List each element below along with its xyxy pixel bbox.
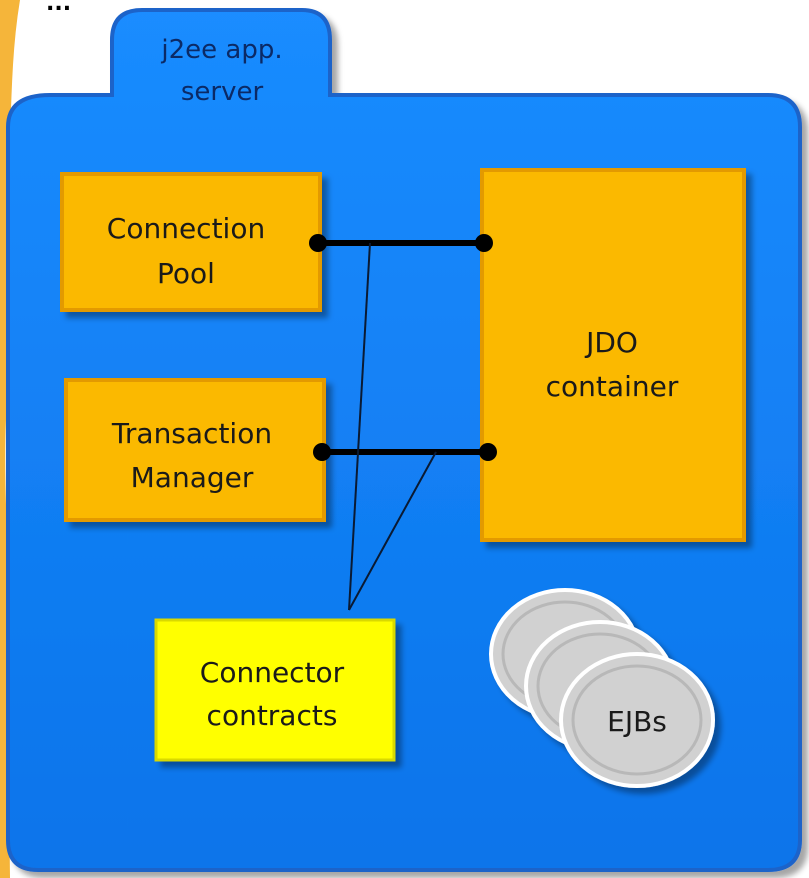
- connection-pool-box: [60, 172, 322, 312]
- contract-line-to-txn: [348, 451, 437, 611]
- transaction-manager-label-line2: Manager: [131, 461, 254, 494]
- contract-line-to-pool: [348, 242, 371, 611]
- jdo-container-box: [480, 168, 746, 542]
- server-tab-label-line2: server: [181, 77, 264, 107]
- jdo-container-label-line2: container: [546, 370, 679, 403]
- connector-contracts-label-line2: contracts: [207, 699, 338, 732]
- jdo-container-label-line1: JDO: [584, 326, 638, 359]
- server-tab-label-line1: j2ee app.: [160, 35, 282, 65]
- pool-connector-dot-right: [475, 234, 493, 252]
- transaction-manager-label-line1: Transaction: [111, 417, 272, 450]
- txn-connector-dot-right: [479, 443, 497, 461]
- txn-connector-dot-left: [313, 443, 331, 461]
- pool-connector-dot-left: [309, 234, 327, 252]
- connection-pool-label-line2: Pool: [157, 257, 215, 290]
- ejbs-label: EJBs: [607, 705, 667, 738]
- connector-contracts-label-line1: Connector: [200, 656, 345, 689]
- connection-pool-label-line1: Connection: [107, 212, 265, 245]
- ejb-disc-front-inner: [571, 664, 703, 776]
- ejbs-stack: [489, 588, 715, 788]
- top-caption-fragment: ...: [46, 0, 71, 16]
- ejb-disc-front: [559, 652, 715, 788]
- transaction-manager-box: [64, 378, 326, 522]
- connector-contracts-box: [154, 618, 396, 762]
- left-edge-strip: [0, 0, 20, 878]
